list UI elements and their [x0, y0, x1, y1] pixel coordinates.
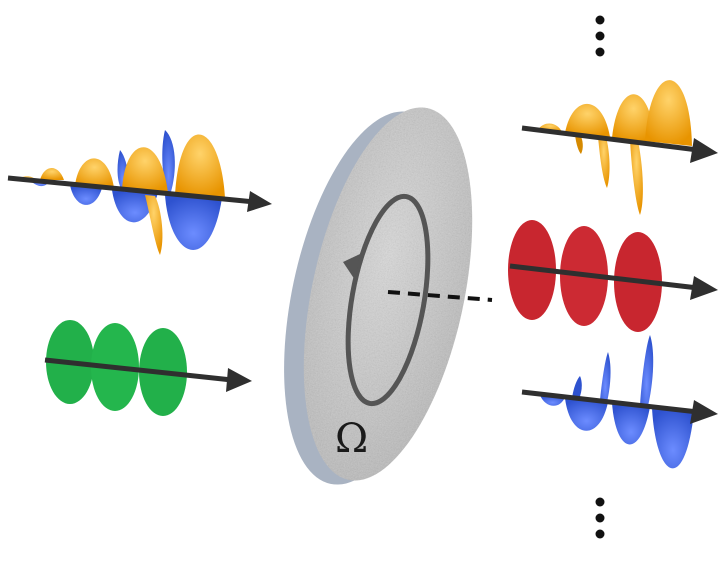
- ellipsis-vertical-icon: [595, 15, 605, 57]
- orange-lobe: [175, 134, 225, 198]
- arrow-right-icon: [226, 368, 252, 392]
- blue-lobe: [70, 185, 102, 205]
- input-pulse-green: [44, 320, 252, 416]
- output-pulse-blue: [521, 335, 718, 469]
- propagation-axis: [7, 175, 256, 205]
- orange-lobe: [612, 94, 655, 142]
- orange-lobe: [630, 140, 643, 215]
- ellipsis-vertical-icon: [595, 497, 605, 539]
- propagation-axis: [509, 263, 699, 291]
- propagation-axis: [521, 389, 699, 415]
- blue-lobe: [652, 408, 694, 469]
- propagation-axis: [521, 125, 699, 153]
- arrow-right-icon: [690, 138, 718, 163]
- orange-lobe: [645, 80, 692, 146]
- orange-lobe: [122, 147, 168, 193]
- output-pulse-red: [508, 220, 718, 332]
- orange-lobe: [598, 136, 610, 188]
- blue-lobe: [572, 376, 582, 399]
- arrow-right-icon: [690, 400, 718, 424]
- input-pulse-mixed: [7, 130, 272, 255]
- blue-lobe: [565, 398, 608, 431]
- blue-lobe: [600, 352, 611, 402]
- rotation-arrow-icon: [343, 254, 360, 280]
- orange-lobe: [40, 167, 64, 180]
- output-pulse-orange: [521, 80, 718, 215]
- rotation-loop: [345, 193, 431, 407]
- orange-lobe: [565, 103, 610, 137]
- blue-lobe: [612, 403, 650, 445]
- arrow-right-icon: [690, 276, 718, 300]
- blue-lobe: [165, 195, 222, 250]
- arrow-right-icon: [247, 191, 272, 212]
- orange-lobe: [145, 195, 163, 255]
- blue-lobe: [640, 335, 654, 406]
- rotating-disk: Ω: [284, 107, 493, 485]
- propagation-axis: [44, 357, 233, 383]
- omega-label: Ω: [335, 416, 368, 462]
- orange-lobe: [75, 158, 114, 188]
- rotation-axis: [387, 290, 493, 302]
- orange-lobe: [575, 134, 583, 154]
